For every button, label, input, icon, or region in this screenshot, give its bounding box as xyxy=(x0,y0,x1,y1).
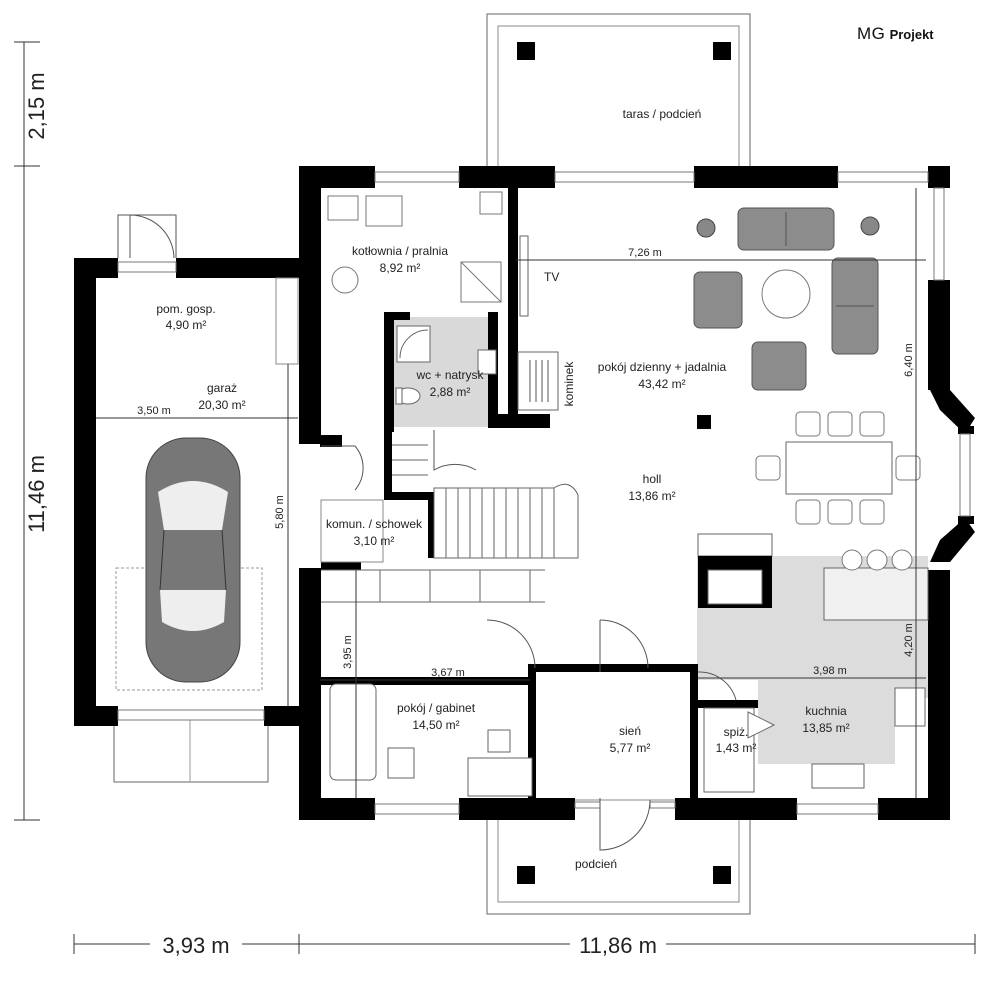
porch xyxy=(486,799,751,915)
dim-kitchen-width: 3,98 m xyxy=(813,665,847,677)
brand-logo: MG Projekt xyxy=(857,24,934,44)
room-kotlownia-area: 8,92 m² xyxy=(380,261,421,275)
room-pom-gosp-area: 4,90 m² xyxy=(166,318,207,332)
room-wc-area: 2,88 m² xyxy=(430,385,471,399)
dim-living-width: 7,26 m xyxy=(628,247,662,259)
walls xyxy=(74,166,975,820)
car-icon xyxy=(115,437,263,691)
dim-width-right: 11,86 m xyxy=(579,933,657,958)
room-dzienny-area: 43,42 m² xyxy=(638,377,685,391)
room-kuchnia-area: 13,85 m² xyxy=(802,721,849,735)
dim-width-left: 3,93 m xyxy=(162,933,229,958)
room-sien-area: 5,77 m² xyxy=(610,741,651,755)
dim-garage-height: 5,80 m xyxy=(274,495,286,529)
dim-living-height: 6,40 m xyxy=(903,343,915,377)
logo-sub: Projekt xyxy=(889,27,934,42)
room-dzienny-name: pokój dzienny + jadalnia xyxy=(598,360,727,374)
room-labels: taras / podcień kotłownia / pralnia 8,92… xyxy=(156,107,849,871)
furniture xyxy=(115,191,929,797)
room-garaz-area: 20,30 m² xyxy=(198,398,245,412)
windows xyxy=(117,171,971,815)
room-holl-area: 13,86 m² xyxy=(628,489,675,503)
room-kotlownia-name: kotłownia / pralnia xyxy=(352,244,448,258)
room-sien-name: sień xyxy=(619,724,641,738)
room-garaz-name: garaż xyxy=(207,381,237,395)
dim-study-width: 3,67 m xyxy=(431,667,465,679)
dim-kitchen-height: 4,20 m xyxy=(903,623,915,657)
room-komun-name: komun. / schowek xyxy=(326,517,423,531)
dim-total-height: 11,46 m xyxy=(24,455,49,533)
room-holl-name: holl xyxy=(643,472,662,486)
room-komun-area: 3,10 m² xyxy=(354,534,395,548)
plant-icon xyxy=(696,216,880,238)
dim-top-height: 2,15 m xyxy=(24,72,49,139)
room-podcien-name: podcień xyxy=(575,857,617,871)
room-gabinet-name: pokój / gabinet xyxy=(397,701,476,715)
room-taras-name: taras / podcień xyxy=(623,107,702,121)
kominek-label: kominek xyxy=(562,361,576,407)
garage-apron xyxy=(113,711,269,783)
dim-study-height: 3,95 m xyxy=(342,635,354,669)
room-wc-name: wc + natrysk xyxy=(415,368,484,382)
doors xyxy=(117,214,737,851)
terrace xyxy=(486,13,751,177)
room-kuchnia-name: kuchnia xyxy=(805,704,847,718)
room-pom-gosp-name: pom. gosp. xyxy=(156,302,215,316)
room-spiz-area: 1,43 m² xyxy=(716,741,757,755)
room-spiz-name: spiż. xyxy=(724,725,749,739)
dim-garage-width: 3,50 m xyxy=(137,405,171,417)
logo-main: MG xyxy=(857,24,886,43)
stairs xyxy=(321,444,579,603)
tv-label: TV xyxy=(544,270,559,284)
room-gabinet-area: 14,50 m² xyxy=(412,718,459,732)
